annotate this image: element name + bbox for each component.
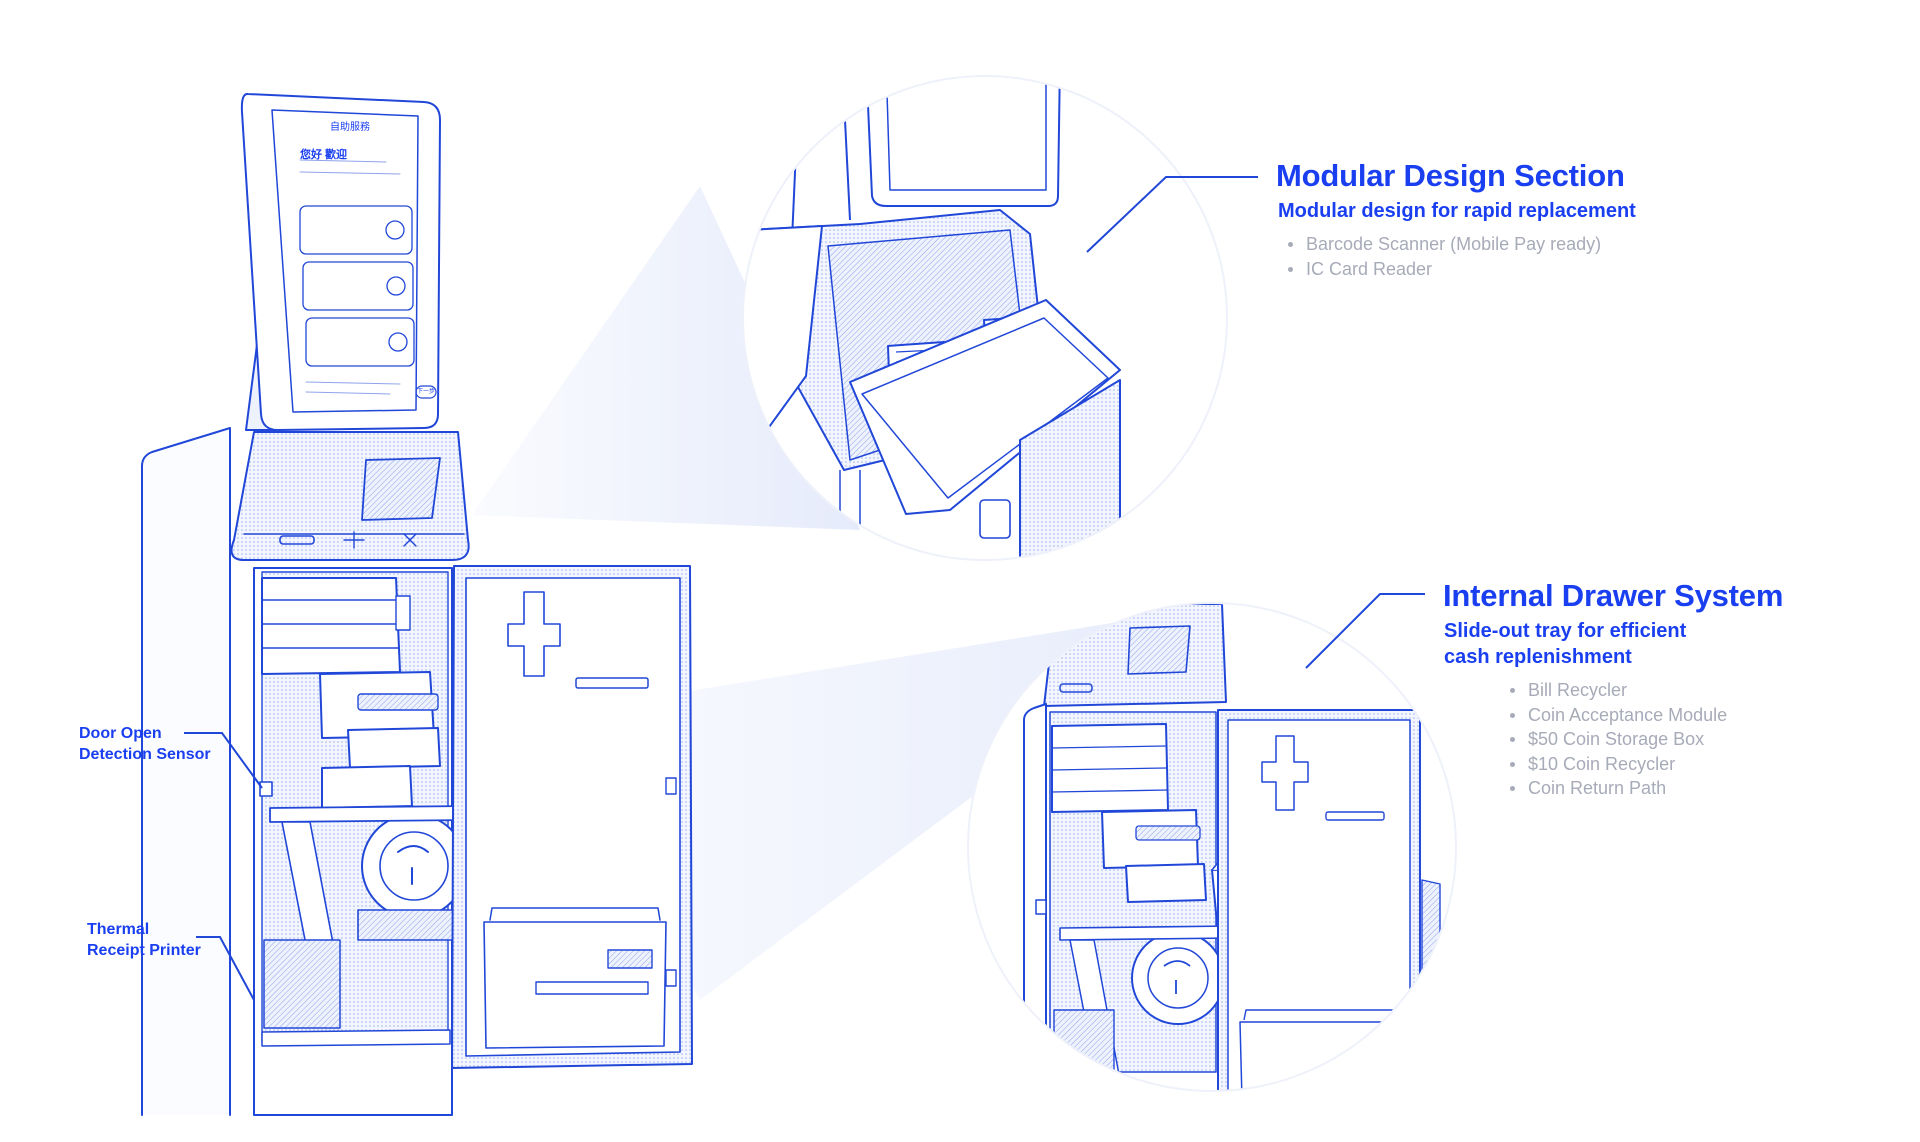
screen-icon-2 [386, 276, 406, 296]
zoom-monitor [865, 76, 1061, 207]
kiosk-side-panel [141, 427, 231, 1116]
monitor-screen [271, 109, 419, 413]
bill-recycler [261, 577, 401, 675]
label-door-sensor: Door Open Detection Sensor [79, 723, 239, 765]
kiosk-main [141, 92, 693, 1116]
label-printer-text: Thermal Receipt Printer [87, 921, 201, 959]
screen-card-3 [305, 317, 415, 367]
coin-storage-module [347, 727, 441, 769]
modular-subtitle: Modular design for rapid replacement [1278, 200, 1636, 222]
thermal-printer [263, 939, 341, 1029]
beam-modular [472, 186, 860, 530]
screen-next-button [415, 385, 437, 399]
drawer-item-50-storage: $50 Coin Storage Box [1504, 727, 1727, 752]
screen-card-1 [299, 205, 413, 255]
label-printer: Thermal Receipt Printer [87, 919, 247, 961]
drawer-list: Bill Recycler Coin Acceptance Module $50… [1504, 678, 1727, 801]
drawer-item-coin-acceptance: Coin Acceptance Module [1504, 703, 1727, 728]
door-sensor [259, 781, 273, 797]
kiosk-screen-button[interactable]: 下一步 [417, 389, 436, 395]
drawer-item-coin-return: Coin Return Path [1504, 776, 1727, 801]
screen-icon-3 [388, 332, 408, 352]
modular-list: Barcode Scanner (Mobile Pay ready) IC Ca… [1282, 232, 1601, 281]
door-handle [507, 591, 561, 677]
kiosk-screen-greeting: 您好 歡迎 [300, 149, 348, 161]
screen-icon-1 [385, 220, 405, 240]
screen-card-2 [302, 261, 414, 311]
modular-item-ic-card-reader: IC Card Reader [1282, 257, 1601, 282]
zoom-console-cover [743, 225, 823, 471]
drawer-title: Internal Drawer System [1443, 578, 1784, 613]
modular-title: Modular Design Section [1276, 158, 1625, 193]
leader-door-sensor [184, 732, 263, 789]
card-slot [279, 535, 315, 545]
scanner-window [361, 457, 441, 521]
drawer-item-bill-recycler: Bill Recycler [1504, 678, 1727, 703]
modular-item-barcode-scanner: Barcode Scanner (Mobile Pay ready) [1282, 232, 1601, 257]
door-pocket [483, 921, 667, 1049]
leader-printer [196, 936, 255, 1001]
slide-tray [269, 805, 471, 823]
drawer-item-10-recycler: $10 Coin Recycler [1504, 752, 1727, 777]
label-door-sensor-text: Door Open Detection Sensor [79, 725, 211, 763]
coin-recycler [361, 813, 467, 919]
zoom-b-coin-recycler [1131, 931, 1225, 1025]
drawer-subtitle: Slide-out tray for efficient cash replen… [1444, 620, 1687, 668]
leader-modular [1086, 176, 1258, 253]
kiosk-screen-header: 自助服務 [330, 122, 370, 133]
leader-drawer [1305, 593, 1425, 669]
